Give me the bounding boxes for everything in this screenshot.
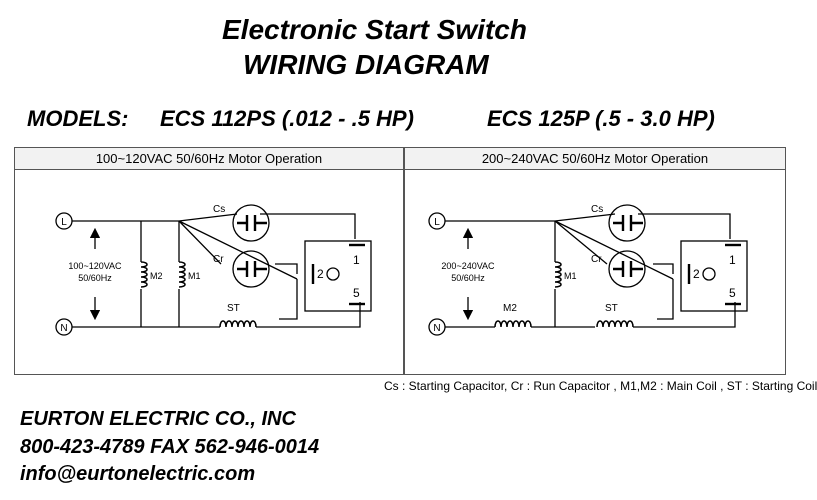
left-m2-coil (140, 261, 148, 288)
left-neutral-label: N (60, 323, 67, 334)
left-voltage-line1: 100~120VAC (68, 261, 122, 271)
right-term-1: 1 (729, 253, 736, 267)
right-voltage-line2: 50/60Hz (451, 273, 485, 283)
right-term-2: 2 (693, 267, 700, 281)
company-email[interactable]: info@eurtonelectric.com (20, 463, 256, 485)
right-neutral-label: N (433, 323, 440, 334)
right-m1-coil (554, 261, 562, 288)
right-term-5: 5 (729, 286, 736, 300)
left-st-label: ST (227, 303, 240, 314)
right-line-label: L (434, 217, 440, 228)
right-cs-capacitor (608, 204, 646, 242)
right-m2-label: M2 (503, 303, 517, 314)
legend: Cs : Starting Capacitor, Cr : Run Capaci… (384, 379, 817, 393)
company-phone-fax: 800-423-4789 FAX 562-946-0014 (20, 436, 320, 458)
left-line-label: L (61, 217, 67, 228)
model-1: ECS 112PS (.012 - .5 HP) (160, 106, 414, 131)
title-line-2: WIRING DIAGRAM (243, 49, 489, 80)
left-panel-header: 100~120VAC 50/60Hz Motor Operation (15, 148, 403, 170)
left-cr-capacitor (232, 250, 270, 288)
left-wiring-panel: 100~120VAC 50/60Hz Motor Operation (14, 147, 404, 375)
left-m1-coil (178, 261, 186, 288)
right-switch-terminal-2 (702, 267, 716, 281)
right-wiring-diagram: L N 200~240VAC 50/60Hz Cs Cr M1 M2 ST 1 … (428, 204, 748, 336)
company-name: EURTON ELECTRIC CO., INC (20, 408, 296, 430)
right-cs-label: Cs (591, 204, 603, 215)
right-cr-capacitor (608, 250, 646, 288)
left-cs-label: Cs (213, 204, 225, 215)
left-voltage-line2: 50/60Hz (78, 273, 112, 283)
left-term-2: 2 (317, 267, 324, 281)
left-m1-label: M1 (188, 271, 201, 281)
left-st-coil (219, 320, 257, 328)
left-m2-label: M2 (150, 271, 163, 281)
right-switch-box (680, 240, 748, 312)
model-2: ECS 125P (.5 - 3.0 HP) (487, 106, 715, 131)
right-m1-label: M1 (564, 271, 577, 281)
title-line-1: Electronic Start Switch (222, 14, 527, 45)
right-cr-label: Cr (591, 254, 602, 265)
right-st-label: ST (605, 303, 618, 314)
left-cs-capacitor (232, 204, 270, 242)
left-switch-terminal-2 (326, 267, 340, 281)
left-switch-box (304, 240, 372, 312)
left-wiring-diagram: L N 100~120VAC 50/60Hz Cs Cr M2 M1 ST 1 … (55, 204, 372, 336)
right-panel-header: 200~240VAC 50/60Hz Motor Operation (405, 148, 785, 170)
right-st-coil (596, 320, 634, 328)
models-line: MODELS: ECS 112PS (.012 - .5 HP) ECS 125P … (27, 106, 715, 132)
right-wiring-panel: 200~240VAC 50/60Hz Motor Operation (404, 147, 786, 375)
left-term-1: 1 (353, 253, 360, 267)
models-label: MODELS: (27, 106, 129, 131)
right-m2-coil (494, 320, 532, 328)
right-voltage-line1: 200~240VAC (441, 261, 495, 271)
left-term-5: 5 (353, 286, 360, 300)
left-cr-label: Cr (213, 254, 224, 265)
